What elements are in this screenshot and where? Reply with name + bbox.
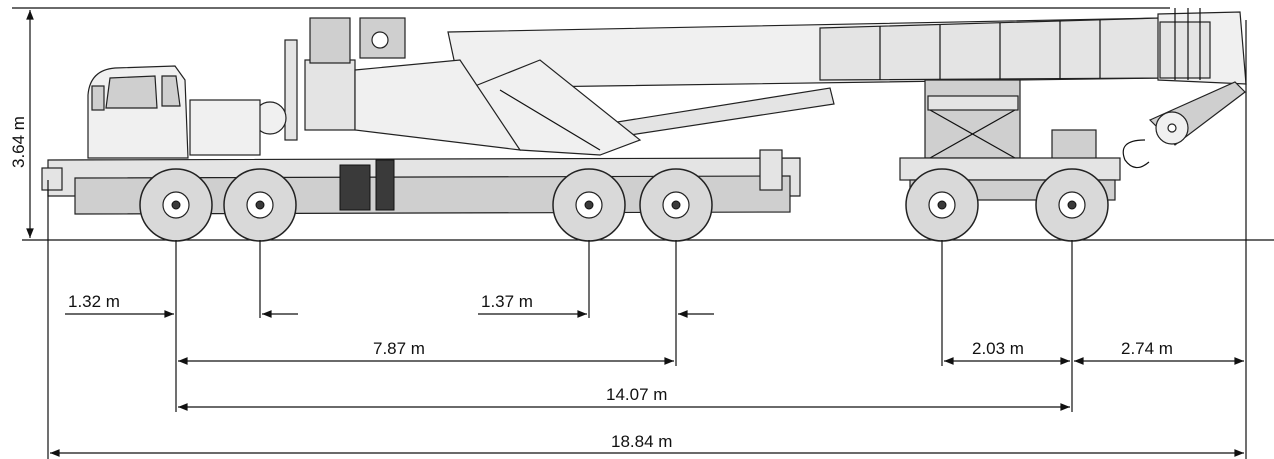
height-label: 3.64 m [9,116,28,168]
rear-axle-spacing-label: 1.37 m [481,292,533,311]
trailer-counterweight [924,79,1097,161]
wheel [1035,168,1109,242]
dimension-lines [12,7,1247,459]
truck-cab [87,65,189,159]
wheels [139,168,1109,242]
superstructure [189,17,522,156]
wheel [639,168,713,242]
trailer-axle-spacing-label: 2.03 m [972,339,1024,358]
hook-block [1122,81,1246,169]
dimension-labels: 3.64 m 1.32 m 1.37 m 7.87 m 2.03 m 2.74 … [9,116,1173,451]
wheel [905,168,979,242]
overall-length-label: 18.84 m [611,432,672,451]
crane-illustration [22,8,1274,242]
wheel [139,168,213,242]
lift-cylinder [469,59,835,156]
front-axle-spacing-label: 1.32 m [68,292,120,311]
wheel [552,168,626,242]
wheel [223,168,297,242]
front-to-trailer-axle-label: 14.07 m [606,385,667,404]
front-to-rear-axles-label: 7.87 m [373,339,425,358]
boom [447,8,1247,89]
rear-overhang-label: 2.74 m [1121,339,1173,358]
